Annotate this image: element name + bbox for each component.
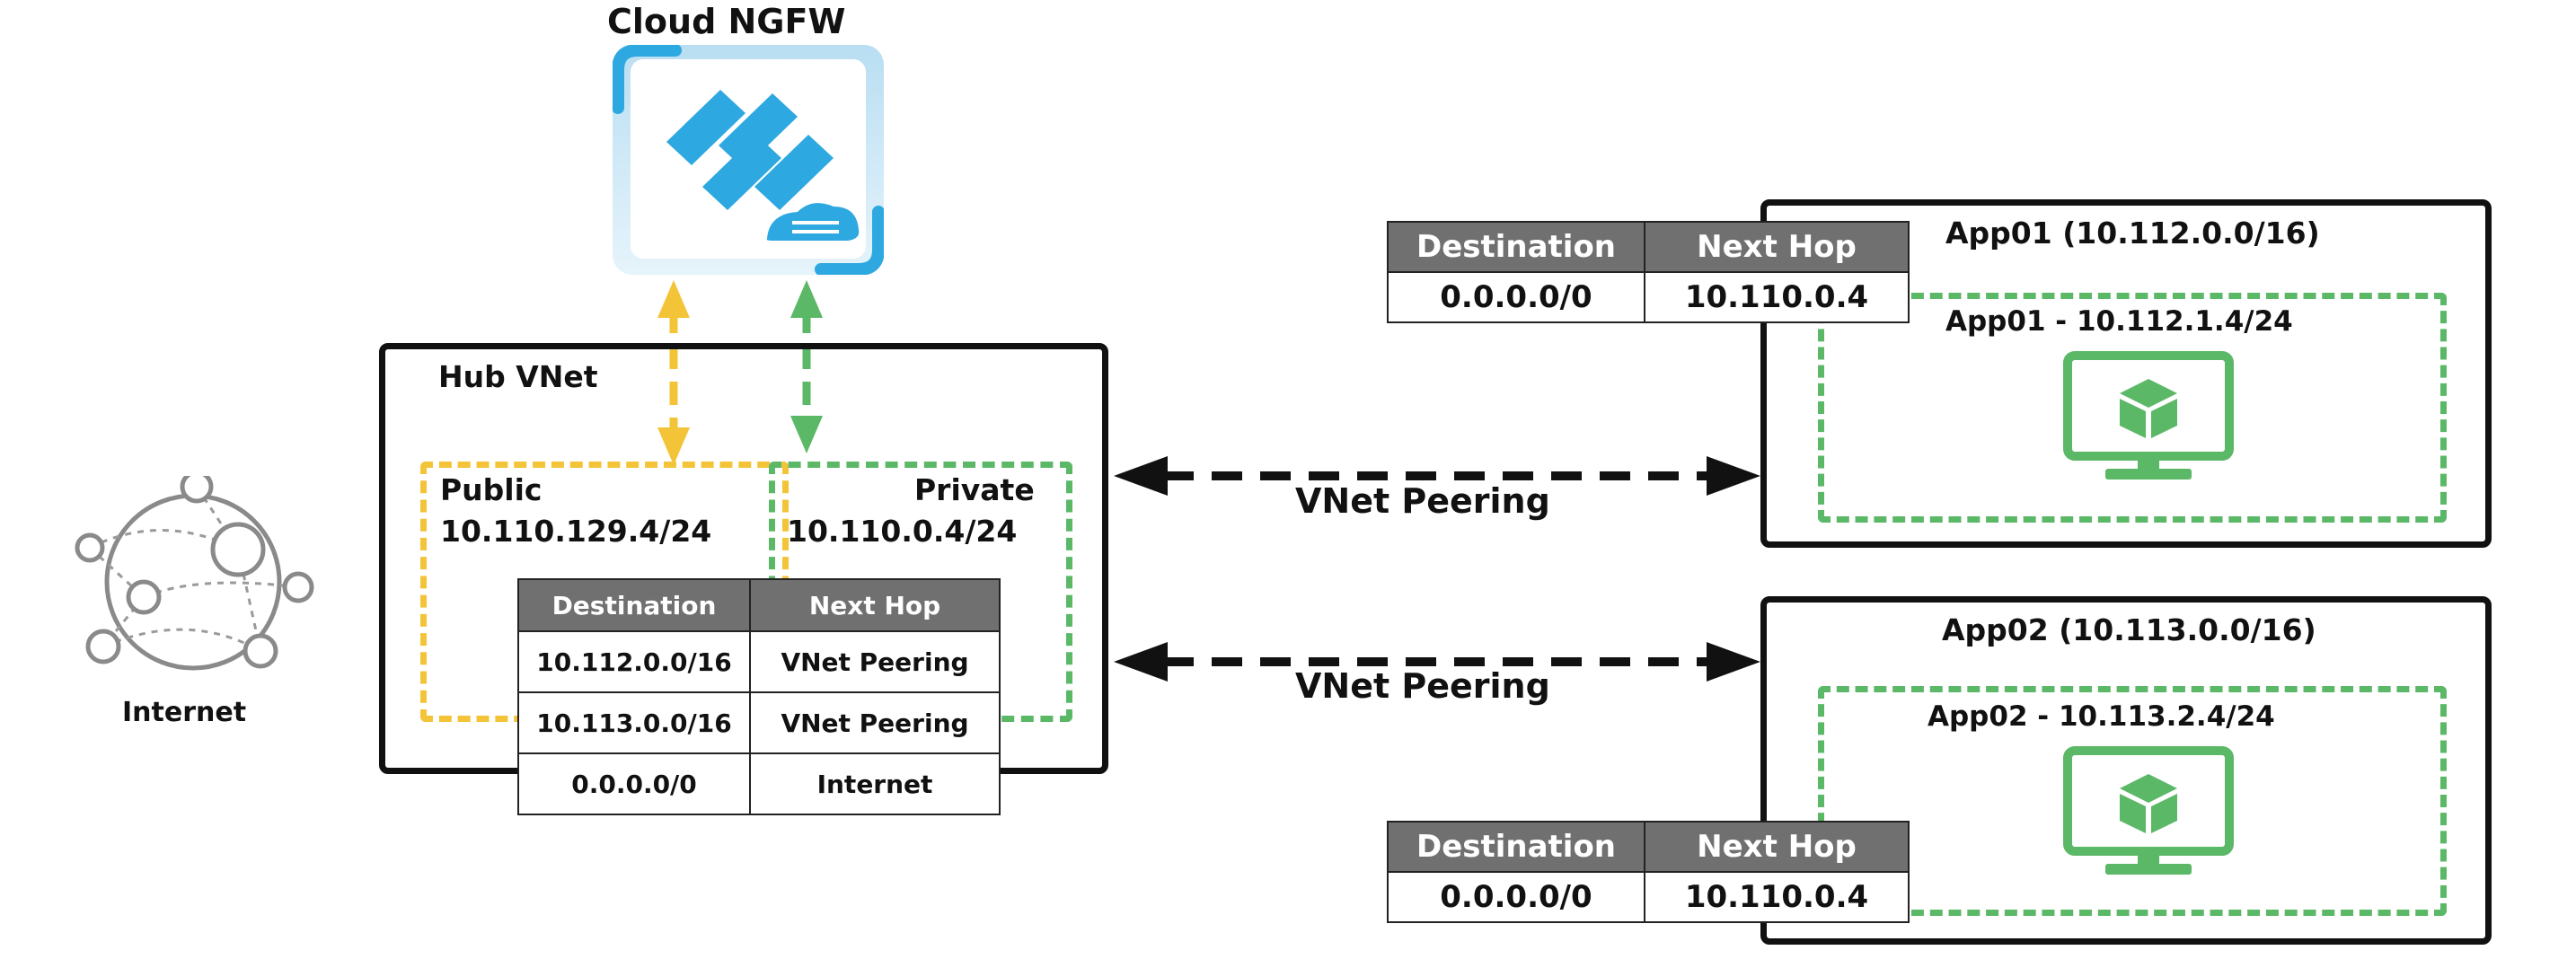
- vm-monitor-icon: [2063, 746, 2234, 875]
- app02-vnet-label: App02 (10.113.0.0/16): [1942, 612, 2316, 647]
- app01-vnet-box[interactable]: [1760, 199, 2492, 548]
- hub-route-table: Destination Next Hop 10.112.0.0/16 VNet …: [517, 578, 1001, 815]
- column-header: Next Hop: [1644, 821, 1910, 873]
- table-row: 0.0.0.0/0 Internet: [517, 752, 1001, 815]
- peering-label-app02: VNet Peering: [1295, 666, 1550, 706]
- column-header: Next Hop: [1644, 221, 1910, 273]
- table-row: 0.0.0.0/0 10.110.0.4: [1387, 871, 1910, 923]
- column-header: Next Hop: [749, 578, 1001, 632]
- private-ngfw-arrow: [790, 280, 823, 453]
- table-cell: 0.0.0.0/0: [517, 752, 751, 815]
- internet-label: Internet: [122, 697, 247, 728]
- table-cell: 0.0.0.0/0: [1387, 871, 1645, 923]
- vm-monitor-icon: [2063, 351, 2234, 480]
- app02-vnet-box[interactable]: [1760, 596, 2492, 945]
- table-cell: 10.110.0.4: [1644, 271, 1910, 323]
- table-cell: 10.112.0.0/16: [517, 630, 751, 693]
- table-cell: 0.0.0.0/0: [1387, 271, 1645, 323]
- peering-label-app01: VNet Peering: [1295, 481, 1550, 521]
- table-cell: VNet Peering: [749, 630, 1001, 693]
- ngfw-title: Cloud NGFW: [607, 2, 846, 41]
- table-row: 0.0.0.0/0 10.110.0.4: [1387, 271, 1910, 323]
- app02-route-table: Destination Next Hop 0.0.0.0/0 10.110.0.…: [1387, 821, 1910, 923]
- public-subnet-address: 10.110.129.4/24: [440, 514, 712, 549]
- app01-subnet-label: App01 - 10.112.1.4/24: [1945, 305, 2293, 338]
- table-cell: Internet: [749, 752, 1001, 815]
- app02-subnet-box[interactable]: [1818, 686, 2447, 916]
- public-ngfw-arrow: [657, 280, 690, 465]
- private-subnet-address: 10.110.0.4/24: [787, 514, 1018, 549]
- table-row: 10.113.0.0/16 VNet Peering: [517, 691, 1001, 754]
- cloud-ngfw-logo-icon: [613, 45, 884, 275]
- internet-globe-icon: [75, 476, 314, 671]
- column-header: Destination: [1387, 221, 1645, 273]
- table-cell: 10.113.0.0/16: [517, 691, 751, 754]
- table-row: 10.112.0.0/16 VNet Peering: [517, 630, 1001, 693]
- private-subnet-name: Private: [914, 472, 1035, 507]
- app01-route-table: Destination Next Hop 0.0.0.0/0 10.110.0.…: [1387, 221, 1910, 323]
- app01-subnet-box[interactable]: [1818, 293, 2447, 523]
- peering-arrow-app02: [1114, 642, 1760, 682]
- public-subnet-name: Public: [440, 472, 543, 507]
- peering-arrow-app01: [1114, 456, 1760, 496]
- app01-vnet-label: App01 (10.112.0.0/16): [1945, 216, 2320, 251]
- table-cell: 10.110.0.4: [1644, 871, 1910, 923]
- table-cell: VNet Peering: [749, 691, 1001, 754]
- hub-vnet-title: Hub VNet: [438, 359, 598, 394]
- app02-subnet-label: App02 - 10.113.2.4/24: [1928, 700, 2275, 733]
- column-header: Destination: [517, 578, 751, 632]
- column-header: Destination: [1387, 821, 1645, 873]
